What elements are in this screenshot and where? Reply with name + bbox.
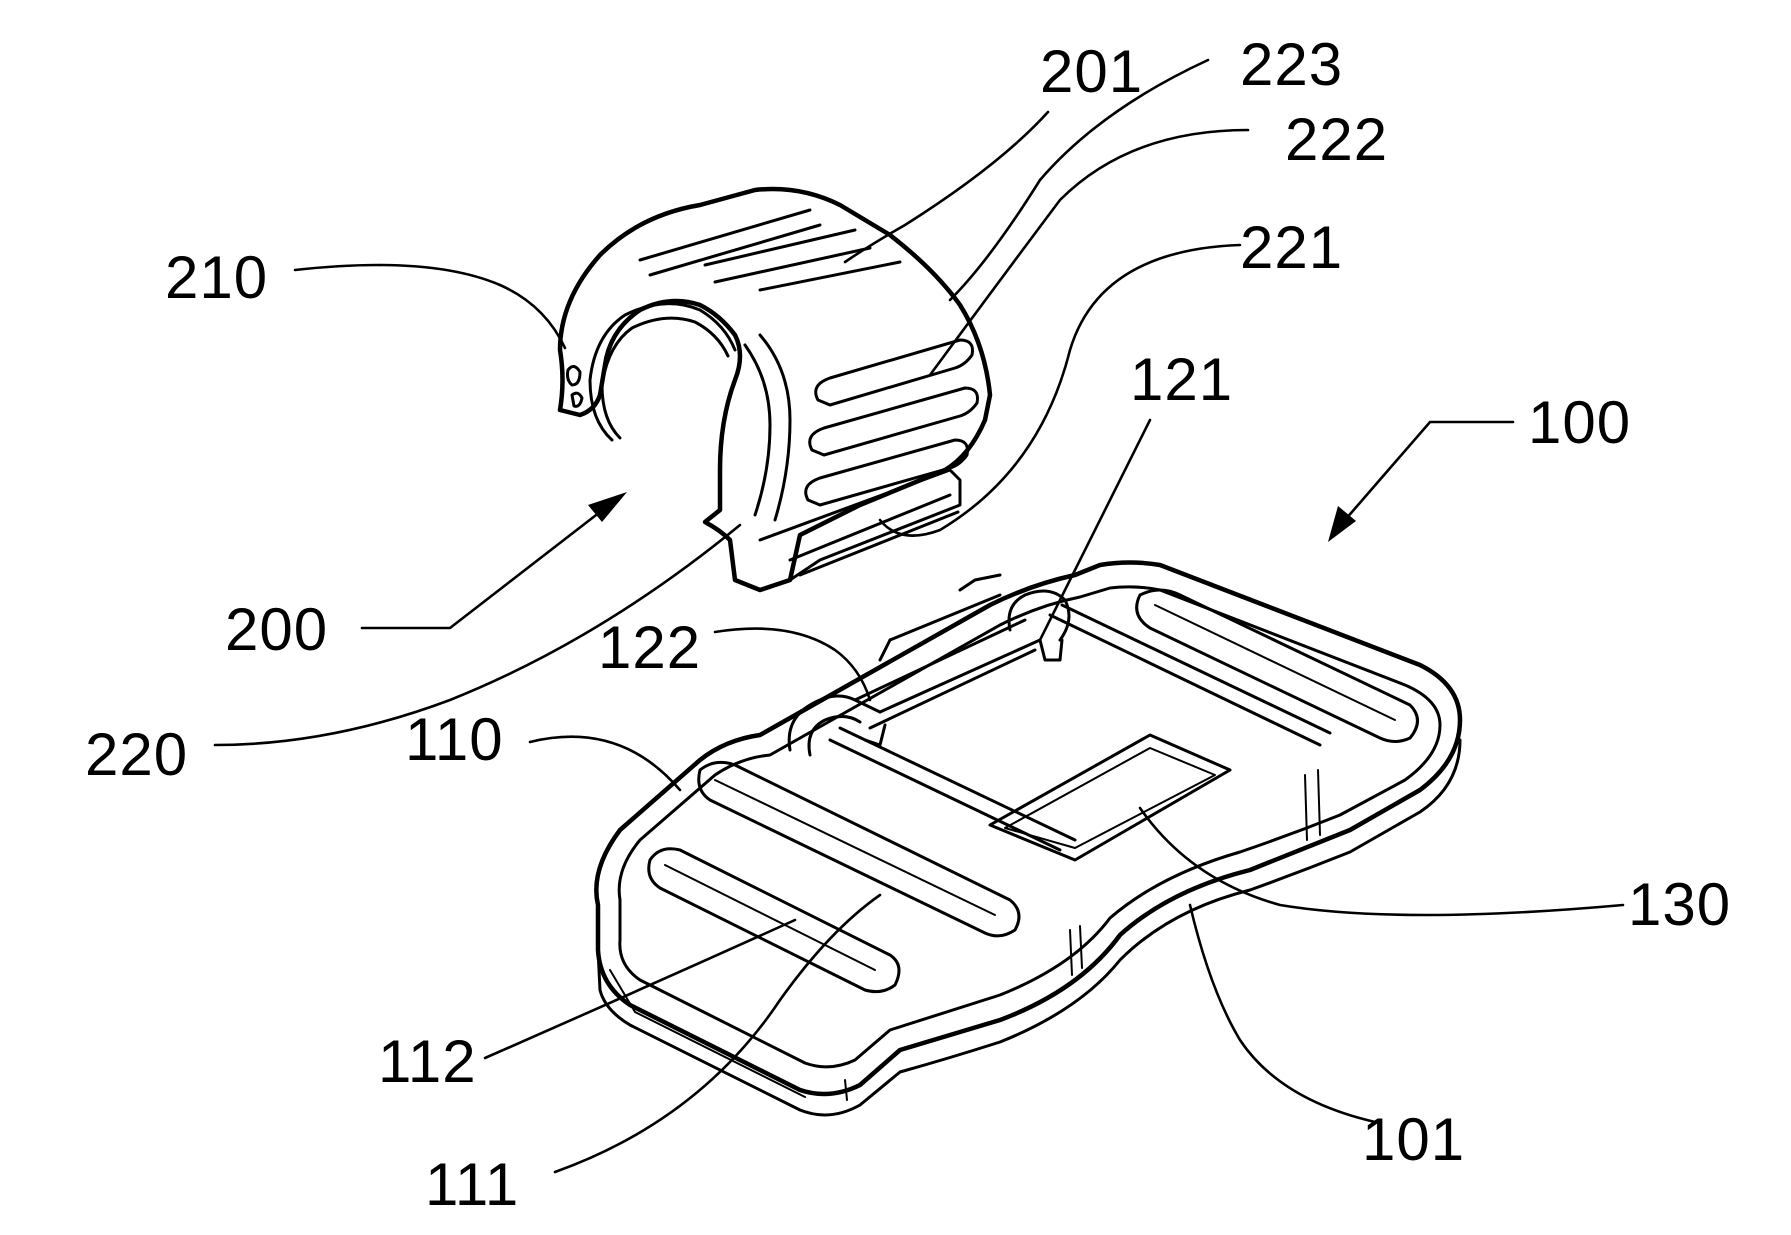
leader-110 xyxy=(530,737,680,790)
leader-210 xyxy=(295,265,565,348)
leader-100 xyxy=(1345,422,1513,520)
leader-101 xyxy=(1190,905,1375,1122)
reference-labels: 201 223 222 221 210 121 100 200 122 220 … xyxy=(85,31,1731,1218)
label-110: 110 xyxy=(405,706,504,773)
clip-component xyxy=(560,189,990,590)
label-111: 111 xyxy=(425,1151,519,1218)
label-112: 112 xyxy=(378,1028,477,1095)
leader-121 xyxy=(1040,420,1150,640)
leader-lines xyxy=(215,60,1623,1172)
label-200: 200 xyxy=(225,596,328,663)
label-121: 121 xyxy=(1130,346,1233,413)
label-210: 210 xyxy=(165,244,268,311)
leader-122 xyxy=(715,629,870,700)
leader-111 xyxy=(555,895,880,1172)
label-100: 100 xyxy=(1528,389,1631,456)
label-223: 223 xyxy=(1240,31,1343,98)
base-component xyxy=(596,563,1460,1115)
label-130: 130 xyxy=(1628,871,1731,938)
leader-200 xyxy=(362,512,600,628)
label-221: 221 xyxy=(1240,214,1343,281)
leader-112 xyxy=(485,920,795,1058)
label-122: 122 xyxy=(598,614,701,681)
label-101: 101 xyxy=(1362,1106,1465,1173)
label-220: 220 xyxy=(85,721,188,788)
leader-201 xyxy=(845,112,1048,262)
label-201: 201 xyxy=(1040,38,1143,105)
label-222: 222 xyxy=(1285,106,1388,173)
